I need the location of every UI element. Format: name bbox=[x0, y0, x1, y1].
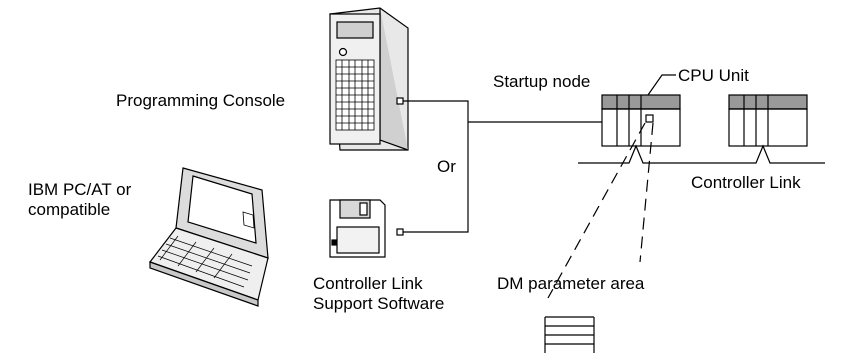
support-software-label-line1: Controller Link bbox=[313, 274, 423, 293]
programming-console-icon bbox=[329, 7, 409, 151]
or-label: Or bbox=[437, 157, 456, 176]
support-software-label-line2: Support Software bbox=[313, 294, 445, 313]
second-node-rack bbox=[728, 94, 808, 147]
controller-link-label: Controller Link bbox=[691, 173, 801, 192]
programming-console-label: Programming Console bbox=[116, 91, 286, 110]
floppy-disk-icon bbox=[329, 199, 386, 258]
startup-node-rack bbox=[601, 94, 681, 147]
dm-parameter-table-icon bbox=[544, 316, 595, 353]
cpu-unit-label: CPU Unit bbox=[678, 66, 749, 85]
software-port bbox=[396, 228, 404, 236]
ibm-pc-label-line2: compatible bbox=[28, 200, 111, 219]
startup-node-label: Startup node bbox=[493, 72, 591, 91]
cpu-unit-pointer bbox=[647, 74, 676, 96]
laptop-icon bbox=[149, 167, 269, 307]
dm-dashed-lines bbox=[547, 122, 654, 299]
dm-parameter-area-label: DM parameter area bbox=[497, 274, 645, 293]
ibm-pc-label-line1: IBM PC/AT or bbox=[28, 180, 132, 199]
console-port bbox=[396, 97, 404, 105]
controller-link-network bbox=[578, 144, 825, 164]
